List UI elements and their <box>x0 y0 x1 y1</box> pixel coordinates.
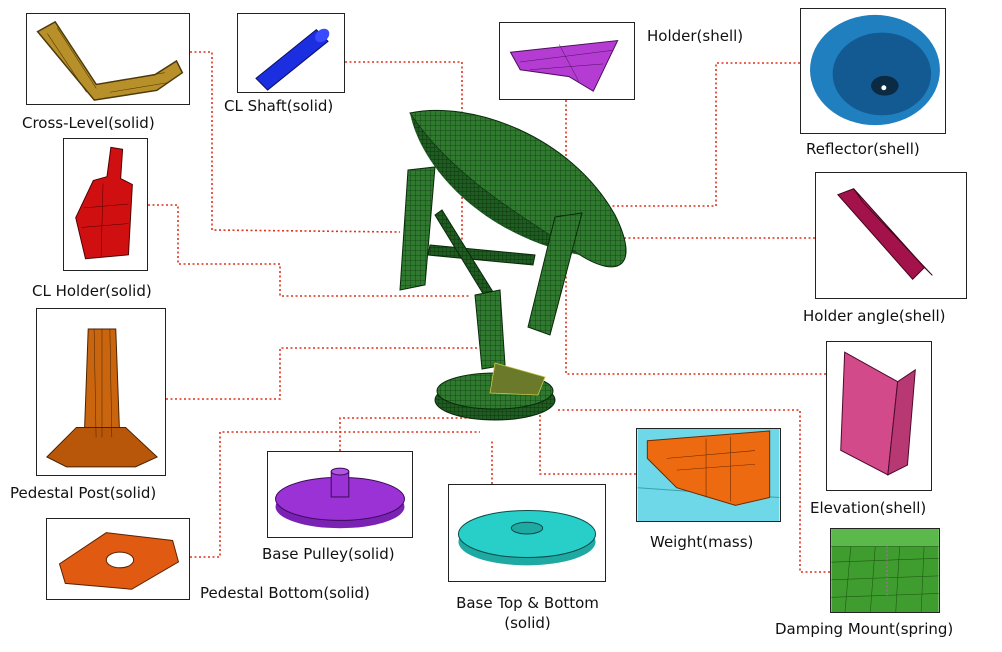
leader-base-pulley <box>339 417 486 451</box>
cross-level-label: Cross-Level(solid) <box>22 114 155 132</box>
cl-shaft-image <box>237 13 345 93</box>
pedestal-post-image <box>36 308 166 476</box>
weight-label: Weight(mass) <box>650 533 754 551</box>
leader-weight <box>539 400 636 475</box>
cl-holder-image <box>63 138 148 271</box>
elevation-image <box>826 341 932 491</box>
leader-elevation <box>565 270 826 375</box>
leader-damping <box>556 409 830 573</box>
leader-pedestal-bottom <box>190 431 480 558</box>
pedestal-bottom-label: Pedestal Bottom(solid) <box>200 584 370 602</box>
base-pulley-image <box>267 451 413 538</box>
cl-holder-label: CL Holder(solid) <box>32 282 152 300</box>
leader-pedestal-post <box>166 347 490 400</box>
holder-angle-label: Holder angle(shell) <box>803 307 946 325</box>
holder-label: Holder(shell) <box>647 27 744 45</box>
weight-image <box>636 428 781 522</box>
leader-cl-holder <box>148 204 470 297</box>
base-top-bottom-label-line1: Base Top & Bottom <box>456 594 599 612</box>
damping-mount-label: Damping Mount(spring) <box>775 620 954 638</box>
base-top-bottom-image <box>448 484 606 582</box>
reflector-label: Reflector(shell) <box>806 140 920 158</box>
reflector-image <box>800 8 946 134</box>
holder-image <box>499 22 635 100</box>
antenna-assembly-model <box>399 109 627 421</box>
base-pulley-label: Base Pulley(solid) <box>262 545 395 563</box>
damping-mount-image <box>830 528 940 613</box>
holder-angle-image <box>815 172 967 299</box>
pedestal-post-label: Pedestal Post(solid) <box>10 484 157 502</box>
leader-reflector <box>600 62 800 207</box>
cross-level-image <box>26 13 190 105</box>
base-top-bottom-label-line2: (solid) <box>504 614 551 632</box>
leader-cross-level <box>190 51 401 233</box>
elevation-label: Elevation(shell) <box>810 499 927 517</box>
pedestal-bottom-image <box>46 518 190 600</box>
cl-shaft-label: CL Shaft(solid) <box>224 97 334 115</box>
